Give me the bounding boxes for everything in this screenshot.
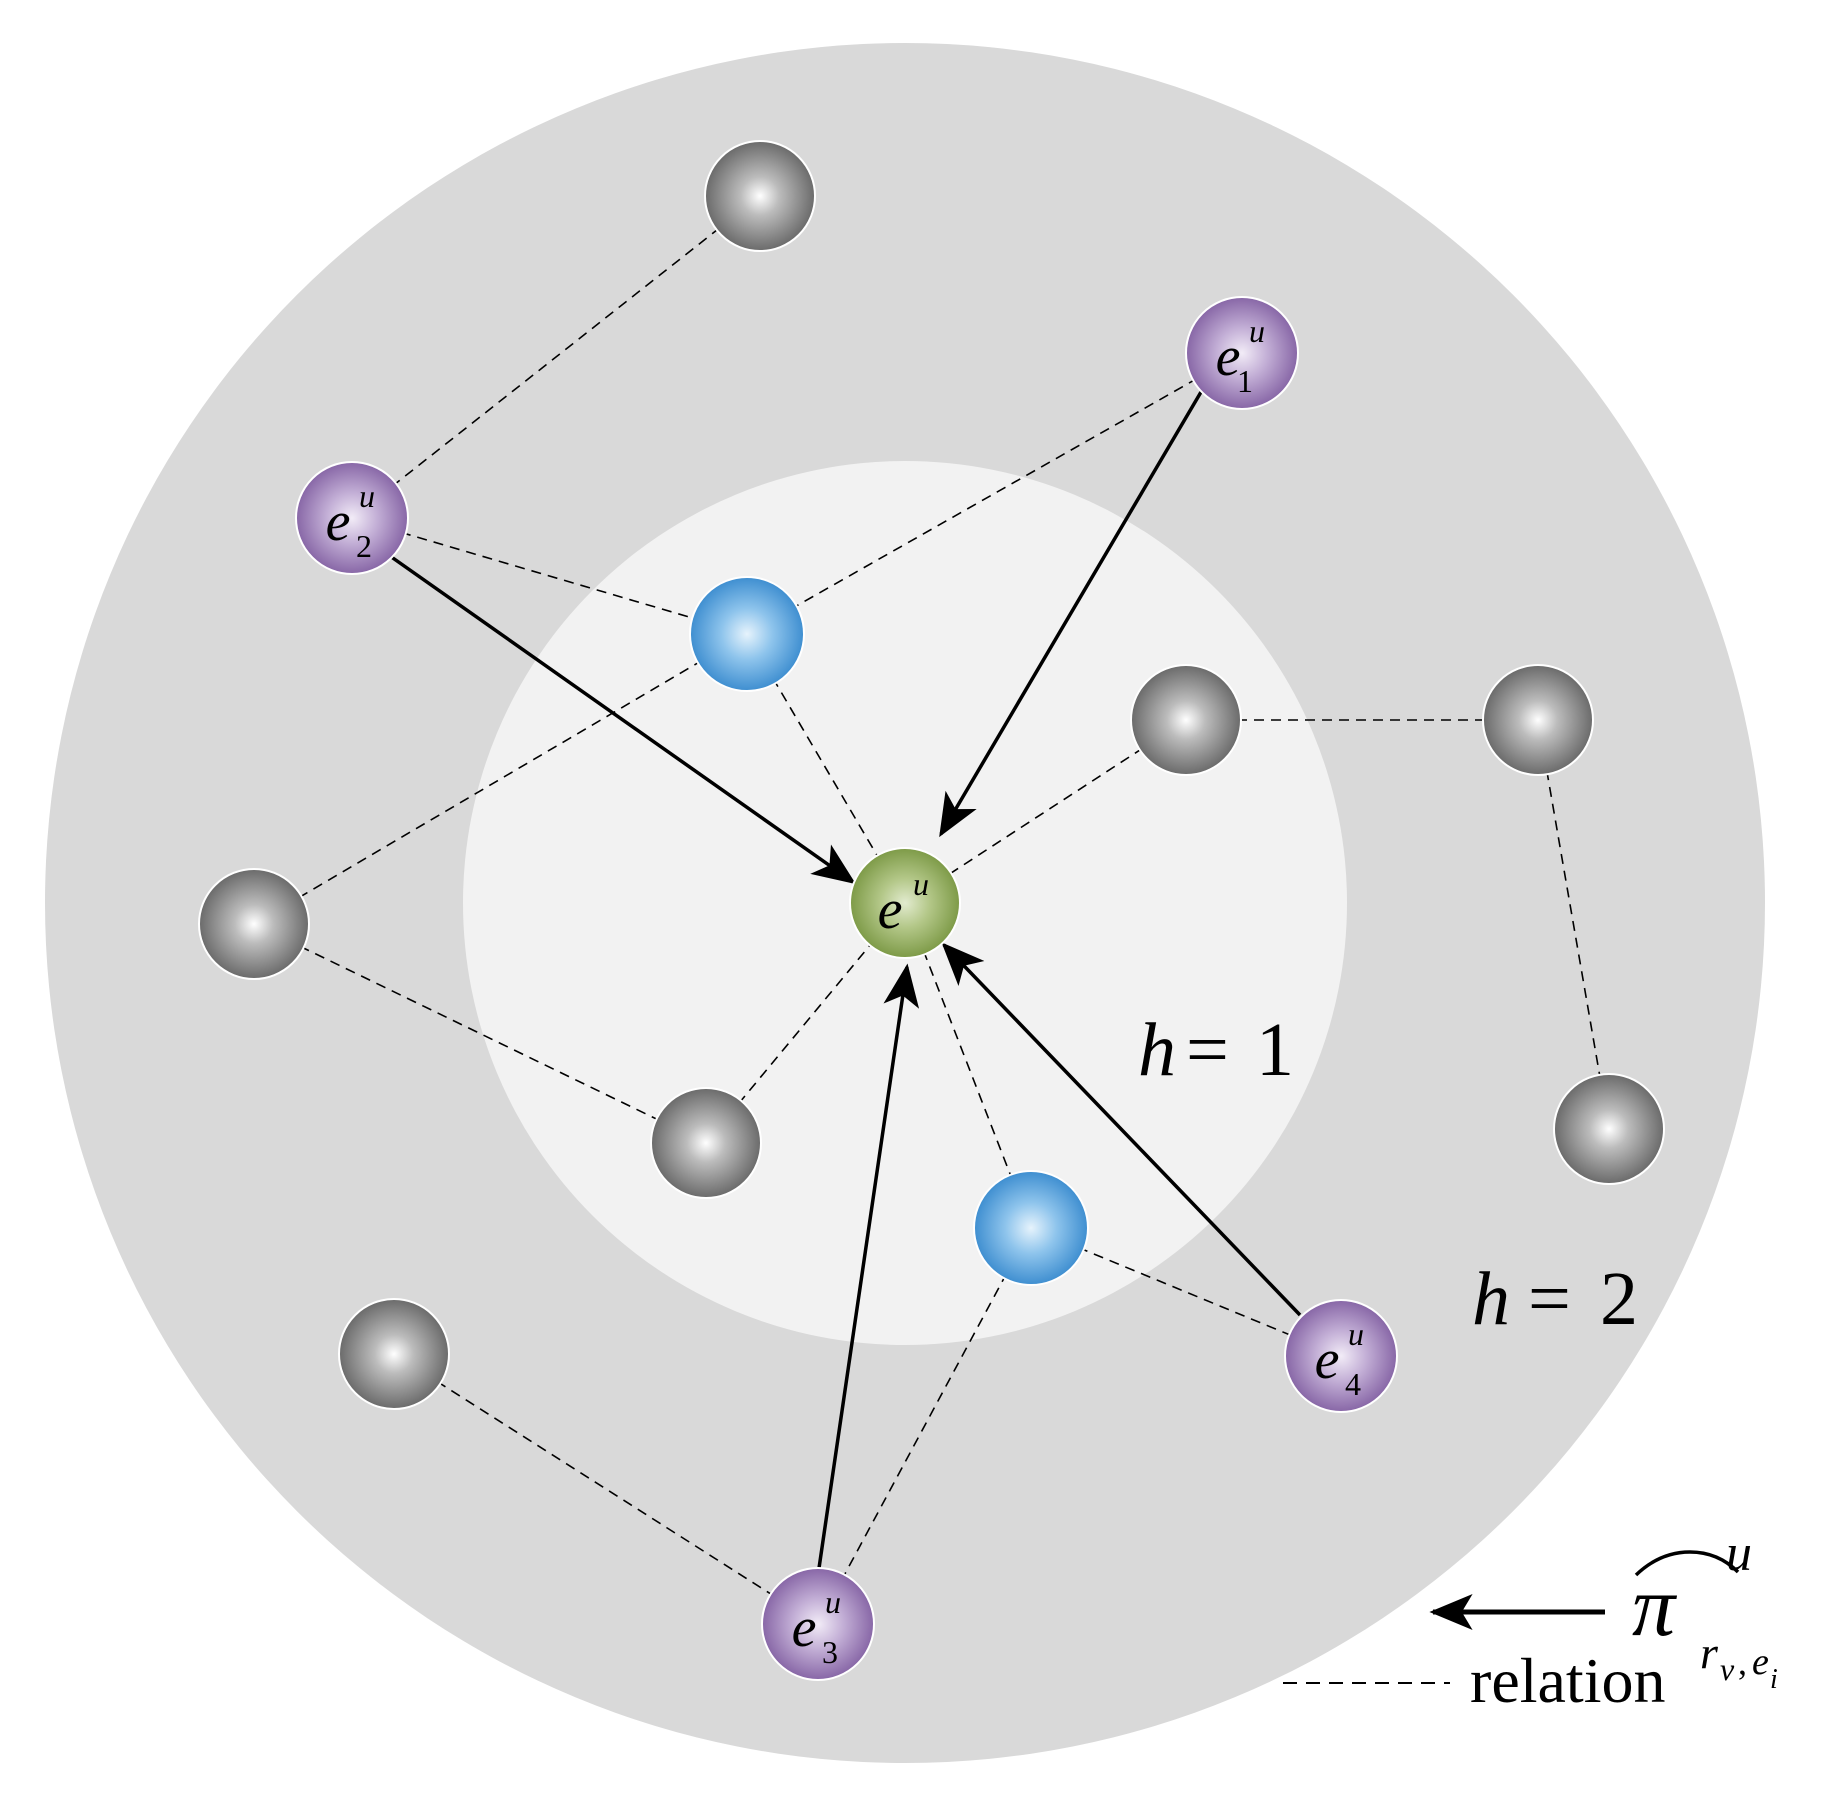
hop-2-label: h = 2 bbox=[1472, 1257, 1638, 1341]
legend-relation-label: relation bbox=[1470, 1645, 1665, 1716]
legend-pi-sup: u bbox=[1726, 1525, 1752, 1582]
entity-e2-sup: u bbox=[359, 478, 375, 514]
entity-e4-sup: u bbox=[1348, 1316, 1364, 1352]
entity-e2-sub: 2 bbox=[356, 528, 372, 564]
blue-entity-node bbox=[973, 1170, 1089, 1286]
entity-e1-base: e bbox=[1216, 326, 1241, 388]
relation-edge bbox=[817, 1227, 1032, 1625]
propagation-arrows bbox=[388, 391, 1302, 1576]
hop-2-var: h bbox=[1472, 1257, 1510, 1341]
entity-e4-base: e bbox=[1315, 1329, 1340, 1391]
center-entity-label: e bbox=[878, 879, 903, 941]
gray-entity-node bbox=[704, 140, 816, 252]
legend-pi-symbol: π bbox=[1632, 1558, 1678, 1654]
relation-edge bbox=[1537, 719, 1610, 1130]
legend-pi-sub-r-sub: v bbox=[1720, 1651, 1735, 1687]
legend: π u r v , e i relation bbox=[1283, 1525, 1778, 1716]
center-entity: e u bbox=[849, 847, 961, 959]
arrow-e2-to-center bbox=[388, 554, 856, 885]
entity-e3-sub: 3 bbox=[822, 1634, 838, 1670]
blue-entities bbox=[689, 576, 1089, 1286]
entity-e3-base: e bbox=[792, 1597, 817, 1659]
blue-entity-node bbox=[689, 576, 805, 692]
entity-e1-node bbox=[1185, 296, 1299, 410]
relation-edge bbox=[904, 902, 1032, 1229]
entity-e3: e u 3 bbox=[761, 1567, 875, 1681]
hop-1-val: 1 bbox=[1256, 1008, 1294, 1092]
hop-2-eq: = bbox=[1528, 1257, 1571, 1341]
relation-edge bbox=[253, 633, 748, 925]
gray-entities bbox=[198, 140, 1665, 1410]
legend-pi-sub-sep: , bbox=[1738, 1642, 1747, 1682]
hop-1-label: h = 1 bbox=[1138, 1008, 1294, 1092]
center-entity-sup: u bbox=[913, 866, 929, 902]
relation-edge bbox=[351, 517, 748, 635]
legend-hat bbox=[1634, 1550, 1740, 1577]
legend-pi-sub-e: e bbox=[1752, 1641, 1769, 1683]
entity-e2-node bbox=[295, 461, 409, 575]
arrow-e4-to-center bbox=[941, 942, 1302, 1317]
gray-entity-node bbox=[1482, 664, 1594, 776]
gray-entity-node bbox=[198, 868, 310, 980]
entity-e1-sub: 1 bbox=[1237, 363, 1253, 399]
legend-pi-sub-e-sub: i bbox=[1770, 1664, 1778, 1695]
entity-e4-node bbox=[1284, 1299, 1398, 1413]
entity-e4-sub: 4 bbox=[1345, 1366, 1361, 1402]
hop-1-var: h bbox=[1138, 1008, 1176, 1092]
relation-edge bbox=[746, 352, 1243, 635]
gray-entity-node bbox=[338, 1298, 450, 1410]
entity-e3-node bbox=[761, 1567, 875, 1681]
arrow-e1-to-center bbox=[939, 391, 1203, 838]
gray-entity-node bbox=[650, 1087, 762, 1199]
arrow-e3-to-center bbox=[816, 963, 920, 1576]
entity-e3-sup: u bbox=[825, 1584, 841, 1620]
entity-e2-base: e bbox=[326, 491, 351, 553]
relation-edge bbox=[351, 195, 761, 519]
hop-2-val: 2 bbox=[1600, 1257, 1638, 1341]
hop-1-eq: = bbox=[1186, 1008, 1229, 1092]
entity-e2: e u 2 bbox=[295, 461, 409, 575]
center-entity-node bbox=[849, 847, 961, 959]
legend-pi-sub-r: r bbox=[1700, 1627, 1719, 1678]
gray-entity-node bbox=[1130, 664, 1242, 776]
entity-e1-sup: u bbox=[1249, 313, 1265, 349]
entity-e4: e u 4 bbox=[1284, 1299, 1398, 1413]
entity-e1: e u 1 bbox=[1185, 296, 1299, 410]
gray-entity-node bbox=[1553, 1073, 1665, 1185]
